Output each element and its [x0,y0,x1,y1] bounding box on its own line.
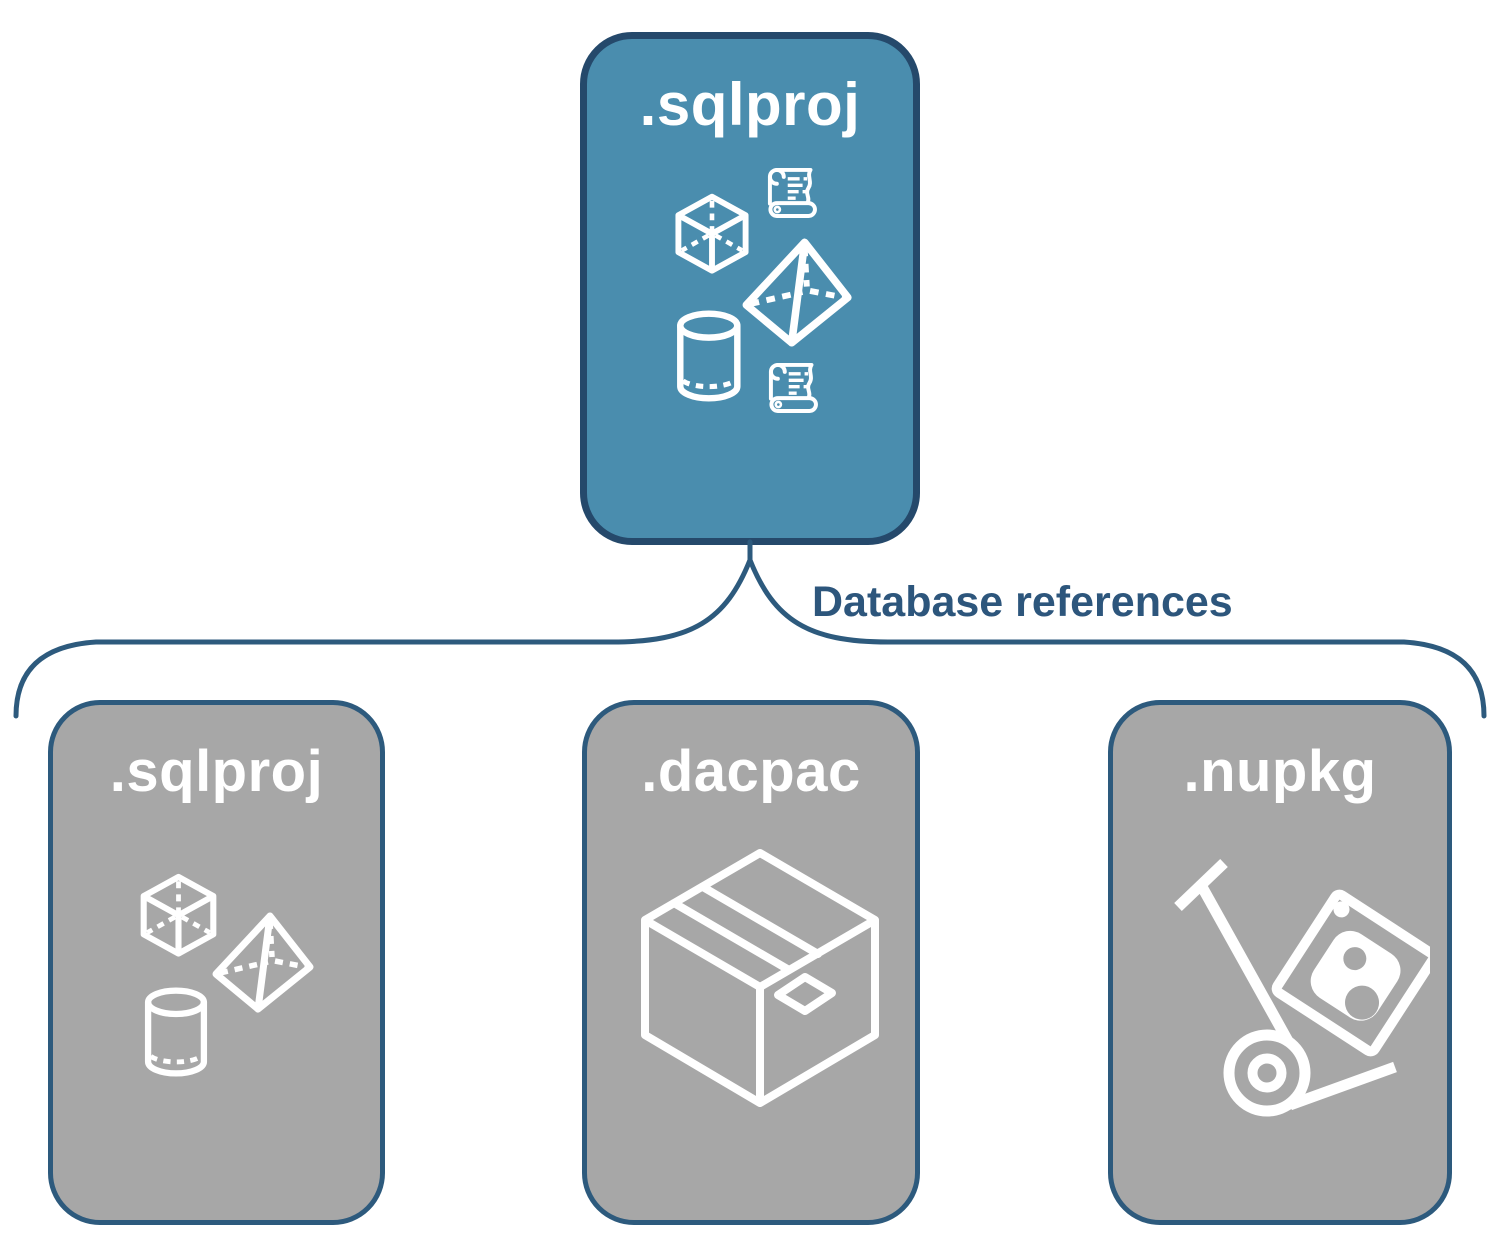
package-box-icon [645,853,875,1103]
connector-label: Database references [812,578,1233,626]
node-child-nupkg-label: .nupkg [1183,739,1377,804]
node-child-nupkg: .nupkg [1108,700,1452,1225]
sql-objects-icons [135,865,345,1085]
node-root-sqlproj: .sqlproj [580,32,920,545]
cube-icon [144,877,214,954]
node-root-label: .sqlproj [639,71,861,138]
package-box-icon [635,843,885,1128]
node-child-dacpac: .dacpac [582,700,920,1225]
scroll-icon [768,362,818,413]
cylinder-icon [148,991,204,1074]
pyramid-icon [216,916,310,1009]
sql-objects-icons [665,167,885,413]
cube-icon [678,197,745,271]
pyramid-icon [746,242,848,342]
cylinder-icon [680,314,737,399]
node-child-sqlproj: .sqlproj [48,700,385,1225]
nuget-hand-truck-icon [1178,863,1430,1111]
scroll-icon [767,167,817,218]
connector-brace-path [13,557,1487,719]
node-child-sqlproj-label: .sqlproj [109,739,324,804]
nuget-hand-truck-icon [1170,855,1430,1125]
node-child-dacpac-label: .dacpac [641,739,861,804]
